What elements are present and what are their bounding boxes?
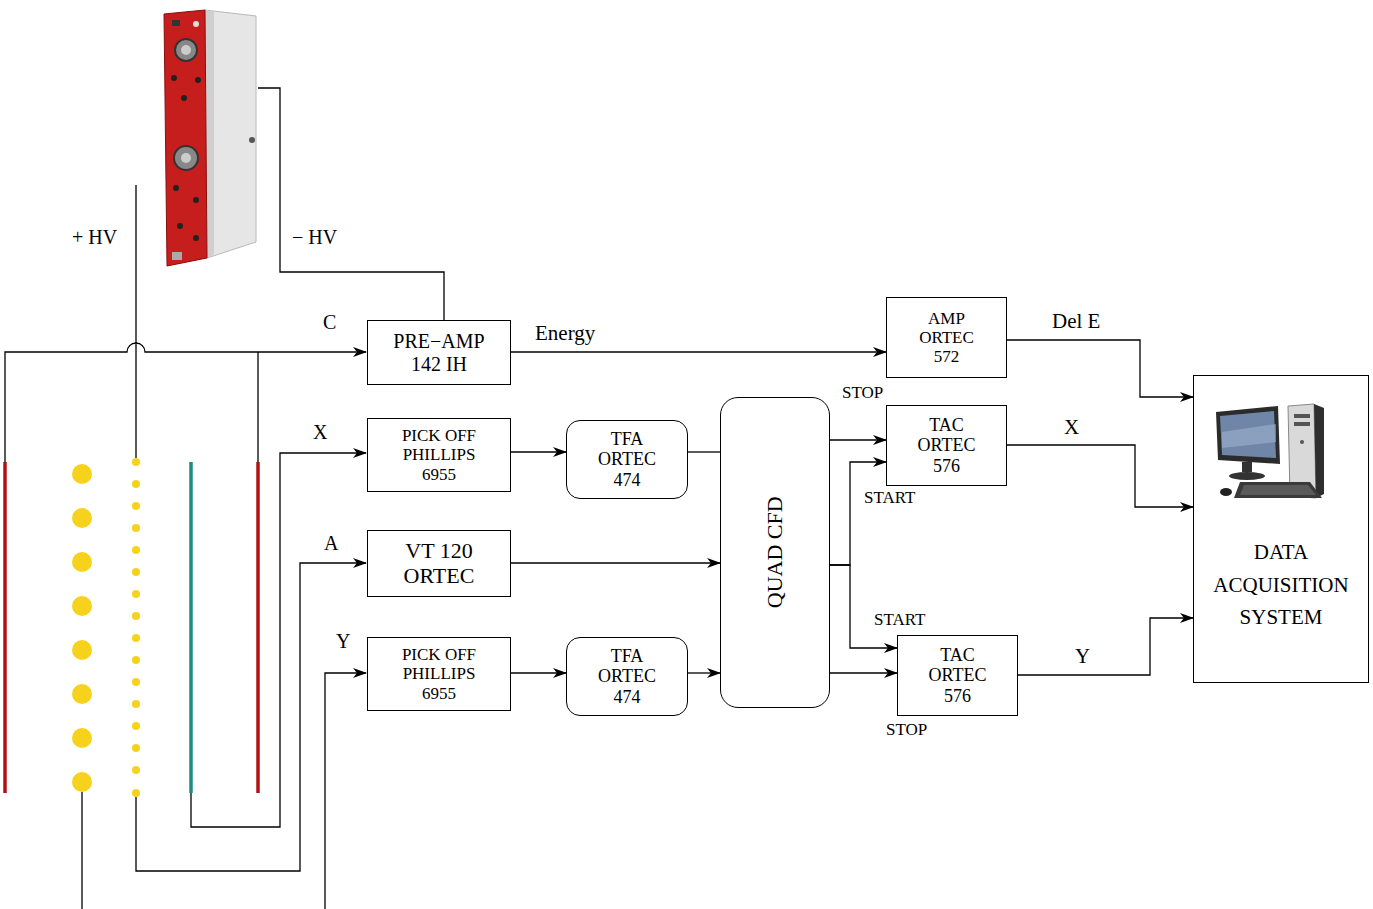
module-label: TAC ORTEC 576 [923,645,993,705]
module-label: TAC ORTEC 576 [912,415,982,475]
module-label: DATA ACQUISITION SYSTEM [1201,536,1361,634]
signal-name: STOP [840,384,885,403]
module-label: QUAD CFD [763,497,788,609]
discriminator-box: QUAD CFD [720,397,830,708]
signal-name: Y [334,630,352,652]
signal-name: Y [1073,645,1092,668]
module-label: VT 120 ORTEC [389,539,489,588]
module-box: TAC ORTEC 576 [886,405,1007,486]
signal-connector [688,451,720,452]
module-box: PRE−AMP 142 IH [367,320,511,385]
signal-connector [1007,340,1193,397]
signal-name: + HV [70,226,119,248]
signal-connector [1018,618,1193,675]
module-label: PICK OFF PHILLIPS 6955 [389,426,489,483]
signal-connector [511,562,720,563]
signal-name: Del E [1050,310,1102,333]
module-label: TFA ORTEC 474 [592,429,662,489]
detector-planes [5,458,258,797]
module-label: AMP ORTEC 572 [912,309,982,366]
module-box: TFA ORTEC 474 [566,420,688,499]
signal-name: X [311,421,329,443]
module-box: VT 120 ORTEC [367,530,511,597]
signal-name: − HV [290,226,339,248]
signal-name: Energy [533,322,597,345]
signal-name: C [321,311,338,333]
signal-connector [1007,445,1193,507]
signal-name: START [872,611,927,630]
signal-connector [511,451,566,452]
signal-connector [511,672,566,673]
computer-icon [1210,402,1350,507]
module-box: AMP ORTEC 572 [886,297,1007,378]
signal-connector [830,462,886,565]
signal-wires [5,88,444,909]
hv-module [164,10,256,266]
signal-name: X [1062,416,1081,439]
module-box: TFA ORTEC 474 [566,637,688,716]
module-label: PICK OFF PHILLIPS 6955 [389,645,489,702]
signal-name: START [862,489,917,508]
signal-connector [830,439,886,440]
signal-name: A [322,532,340,554]
signal-connector [830,672,897,673]
signal-connector [511,351,886,352]
module-box: PICK OFF PHILLIPS 6955 [367,637,511,710]
module-label: TFA ORTEC 474 [592,646,662,706]
module-box: TAC ORTEC 576 [897,635,1018,716]
module-box: PICK OFF PHILLIPS 6955 [367,418,511,491]
signal-connector [830,565,897,648]
module-label: PRE−AMP 142 IH [389,330,489,375]
signal-name: STOP [884,721,929,740]
signal-connector [688,672,720,673]
